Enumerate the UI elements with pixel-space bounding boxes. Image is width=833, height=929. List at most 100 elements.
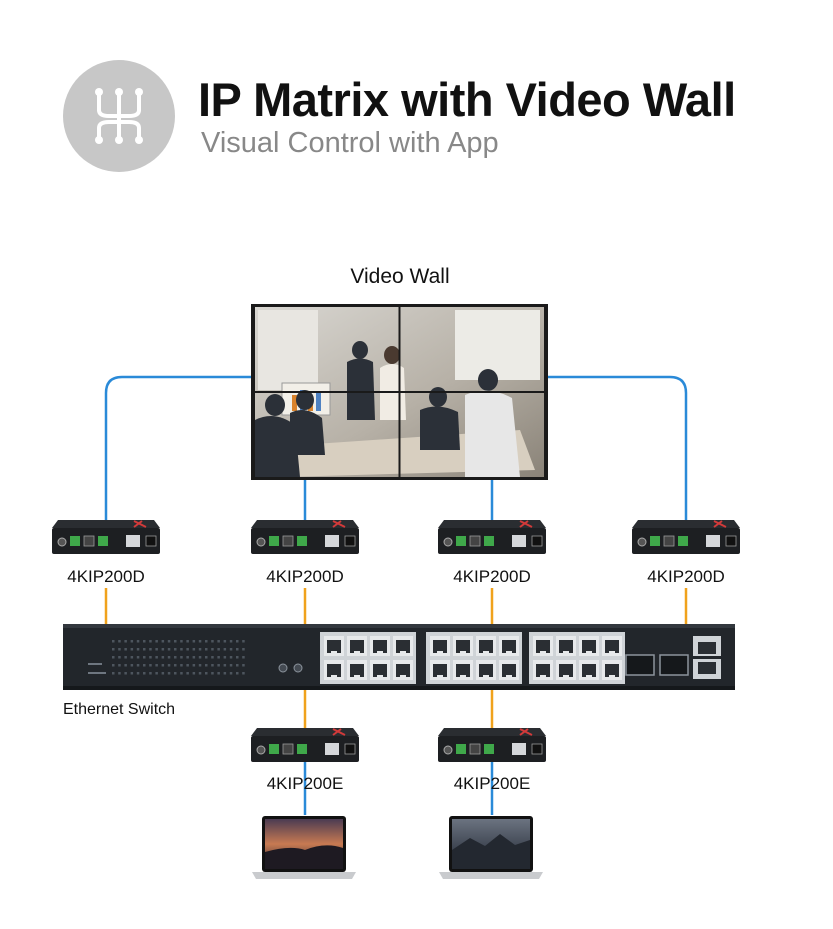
switch-led (130, 664, 134, 667)
switch-led (229, 664, 233, 667)
switch-led (198, 648, 202, 651)
switch-led (236, 672, 239, 675)
switch-led (130, 656, 134, 659)
switch-led (161, 648, 165, 651)
switch-led (124, 664, 127, 667)
switch-led (161, 656, 165, 659)
switch-led (130, 648, 134, 651)
switch-label: Ethernet Switch (63, 701, 176, 718)
hdmi-link-1 (104, 375, 252, 528)
switch-led (174, 648, 177, 651)
switch-led (167, 648, 171, 651)
switch-led (186, 648, 189, 651)
ethernet-links (104, 588, 688, 732)
ethernet-switch (63, 624, 735, 690)
switch-led (217, 656, 220, 659)
switch-led (112, 656, 115, 659)
switch-led (217, 672, 220, 675)
switch-led (143, 648, 146, 651)
decoder-label-3: 4KIP200D (453, 567, 531, 586)
switch-led (223, 648, 227, 651)
port-block-1 (320, 632, 416, 684)
switch-led (186, 656, 189, 659)
switch-led (242, 640, 245, 643)
switch-led (205, 640, 208, 643)
logo-badge (63, 60, 175, 172)
switch-led (174, 656, 177, 659)
switch-led (143, 672, 146, 675)
decoder-3 (438, 520, 546, 554)
switch-led (124, 648, 127, 651)
switch-led (223, 664, 227, 667)
switch-led (155, 656, 158, 659)
switch-led (155, 648, 158, 651)
switch-led (236, 640, 239, 643)
switch-led (112, 672, 115, 675)
encoder-1 (251, 728, 359, 762)
switch-led (124, 640, 127, 643)
switch-led (167, 672, 171, 675)
encoder-label-2: 4KIP200E (453, 774, 531, 793)
switch-led (180, 640, 183, 643)
switch-led (130, 640, 134, 643)
decoder-label-2: 4KIP200D (266, 567, 344, 586)
switch-led (112, 640, 115, 643)
decoder-1 (52, 520, 160, 554)
page-subtitle: Visual Control with App (201, 127, 499, 159)
switch-led (236, 648, 239, 651)
switch-led (198, 664, 202, 667)
page-title: IP Matrix with Video Wall (198, 73, 736, 126)
switch-led (229, 648, 233, 651)
decoder-2 (251, 520, 359, 554)
switch-led (136, 656, 140, 659)
switch-led (136, 648, 140, 651)
decoder-label-1: 4KIP200D (67, 567, 145, 586)
switch-led (118, 640, 121, 643)
switch-led (180, 664, 183, 667)
switch-led (180, 672, 183, 675)
decoder-label-4: 4KIP200D (647, 567, 725, 586)
switch-led (155, 640, 158, 643)
video-wall-label: Video Wall (350, 265, 450, 288)
switch-led (149, 672, 152, 675)
switch-led (217, 640, 220, 643)
switch-led (180, 648, 183, 651)
switch-led (143, 664, 146, 667)
switch-led (205, 656, 208, 659)
switch-led (180, 656, 183, 659)
encoder-2 (438, 728, 546, 762)
switch-led (186, 672, 189, 675)
switch-led (155, 664, 158, 667)
switch-led (174, 664, 177, 667)
switch-led (161, 664, 165, 667)
switch-led (186, 664, 189, 667)
switch-led (118, 672, 121, 675)
switch-led (118, 664, 121, 667)
port-block-3 (529, 632, 625, 684)
switch-led (112, 648, 115, 651)
switch-led (217, 664, 220, 667)
decoder-4 (632, 520, 740, 554)
switch-led (118, 648, 121, 651)
switch-led (192, 648, 196, 651)
switch-led (205, 648, 208, 651)
switch-led (149, 648, 152, 651)
switch-led (161, 672, 165, 675)
switch-led (229, 672, 233, 675)
switch-led (136, 664, 140, 667)
switch-led (205, 664, 208, 667)
switch-led (192, 656, 196, 659)
switch-led (236, 656, 239, 659)
switch-led (198, 656, 202, 659)
switch-led (149, 664, 152, 667)
switch-led (242, 664, 245, 667)
switch-led (174, 672, 177, 675)
hdmi-links (104, 375, 688, 815)
switch-led (136, 640, 140, 643)
switch-led (161, 640, 165, 643)
switch-led (223, 640, 227, 643)
switch-led (242, 656, 245, 659)
switch-led (198, 672, 202, 675)
switch-led (229, 640, 233, 643)
switch-led (167, 640, 171, 643)
